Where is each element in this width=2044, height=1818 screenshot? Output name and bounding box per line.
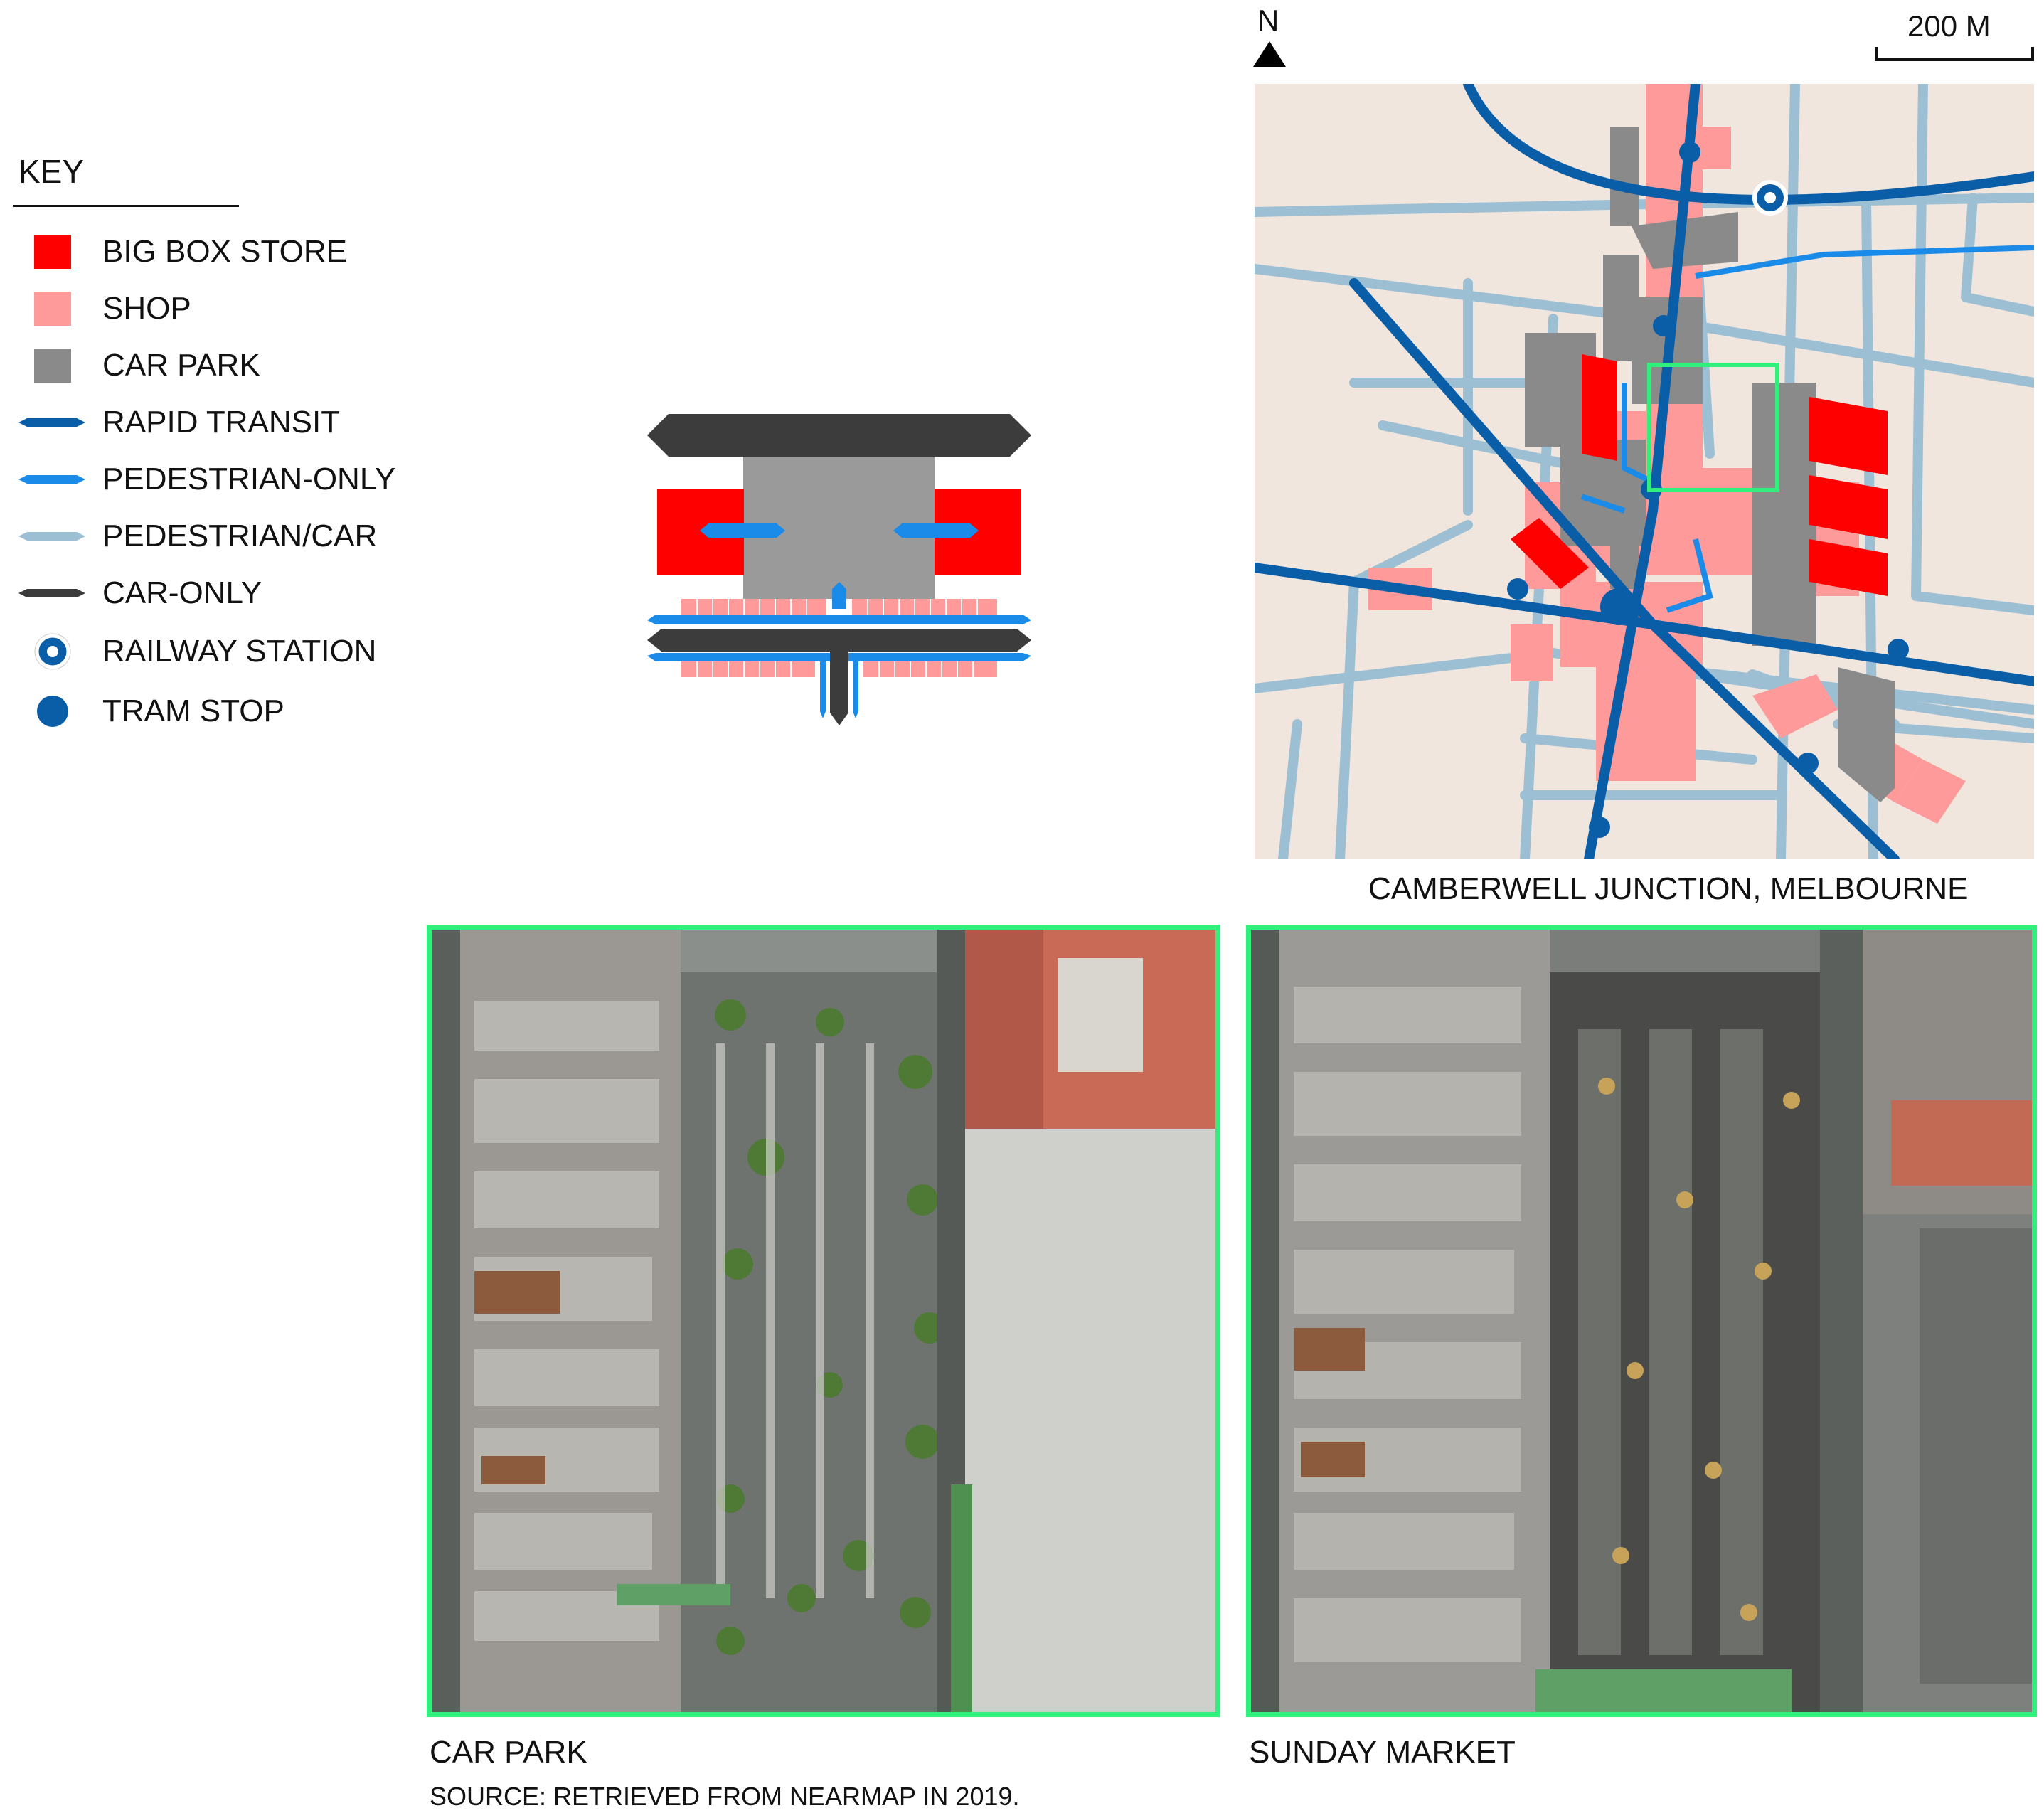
key-item: PEDESTRIAN-ONLY — [18, 458, 395, 501]
key-item-label: CAR-ONLY — [102, 575, 262, 610]
key-item-label: SHOP — [102, 291, 191, 326]
pedestrian-path-top — [647, 615, 1031, 624]
shop-icon — [18, 287, 82, 330]
pedestrian-link-centre — [832, 582, 846, 609]
key-item-label: RAPID TRANSIT — [102, 405, 341, 440]
car-park-aerial-photo — [427, 925, 1220, 1717]
car-only-icon — [18, 572, 85, 615]
key-item: BIG BOX STORE — [18, 230, 347, 273]
schematic-diagram — [647, 414, 1031, 725]
key-item: PEDESTRIAN/CAR — [18, 515, 377, 558]
key-item: CAR-ONLY — [18, 572, 262, 615]
big-box-stores — [1511, 354, 1888, 596]
shop-row-bottom — [681, 661, 997, 677]
car-park-icon — [18, 344, 82, 387]
key-item: SHOP — [18, 287, 191, 330]
north-label: N — [1257, 4, 1279, 37]
key-item: CAR PARK — [18, 344, 260, 387]
sunday-market-caption: SUNDAY MARKET — [1249, 1735, 1516, 1770]
study-area-highlight — [1647, 363, 1779, 492]
key-title: KEY — [18, 153, 85, 190]
scale-bar — [1875, 47, 2034, 61]
car-only-road-vertical — [830, 652, 848, 725]
tram-stop-icon — [18, 690, 82, 733]
car-park-caption: CAR PARK — [430, 1735, 587, 1770]
map-caption: CAMBERWELL JUNCTION, MELBOURNE — [1368, 871, 1969, 906]
rapid-transit-icon — [18, 401, 85, 444]
tram-stops — [1507, 142, 1909, 838]
camberwell-map[interactable] — [1255, 84, 2034, 859]
car-only-road-main — [647, 629, 1031, 652]
railway-station-icon — [18, 630, 82, 673]
rapid-transit-lines — [1255, 84, 2034, 859]
railway-station — [1752, 180, 1788, 216]
key-divider — [13, 205, 239, 207]
sunday-market-aerial-photo — [1246, 925, 2037, 1717]
pedestrian-paths — [1580, 245, 2034, 613]
scale-label: 200 M — [1907, 9, 1991, 43]
key-item-label: CAR PARK — [102, 348, 260, 383]
key-item-label: RAILWAY STATION — [102, 634, 377, 669]
pedestrian-link-right — [893, 523, 979, 538]
key-item-label: PEDESTRIAN-ONLY — [102, 462, 396, 496]
key-item: RAPID TRANSIT — [18, 401, 340, 444]
north-arrow-icon — [1253, 41, 1286, 67]
key-item-label: PEDESTRIAN/CAR — [102, 519, 378, 553]
key-item-label: BIG BOX STORE — [102, 234, 347, 269]
key-item: RAILWAY STATION — [18, 630, 376, 673]
big-box-store-icon — [18, 230, 82, 273]
key-item-label: TRAM STOP — [102, 693, 284, 728]
source-note: SOURCE: RETRIEVED FROM NEARMAP IN 2019. — [430, 1782, 1020, 1811]
car-only-road-top — [647, 414, 1031, 457]
pedestrian-only-icon — [18, 458, 85, 501]
pedestrian-car-icon — [18, 515, 85, 558]
key-item: TRAM STOP — [18, 690, 284, 733]
pedestrian-link-left — [700, 523, 785, 538]
pedestrian-path-vertical-left — [820, 661, 826, 718]
pedestrian-path-vertical-right — [853, 661, 858, 718]
